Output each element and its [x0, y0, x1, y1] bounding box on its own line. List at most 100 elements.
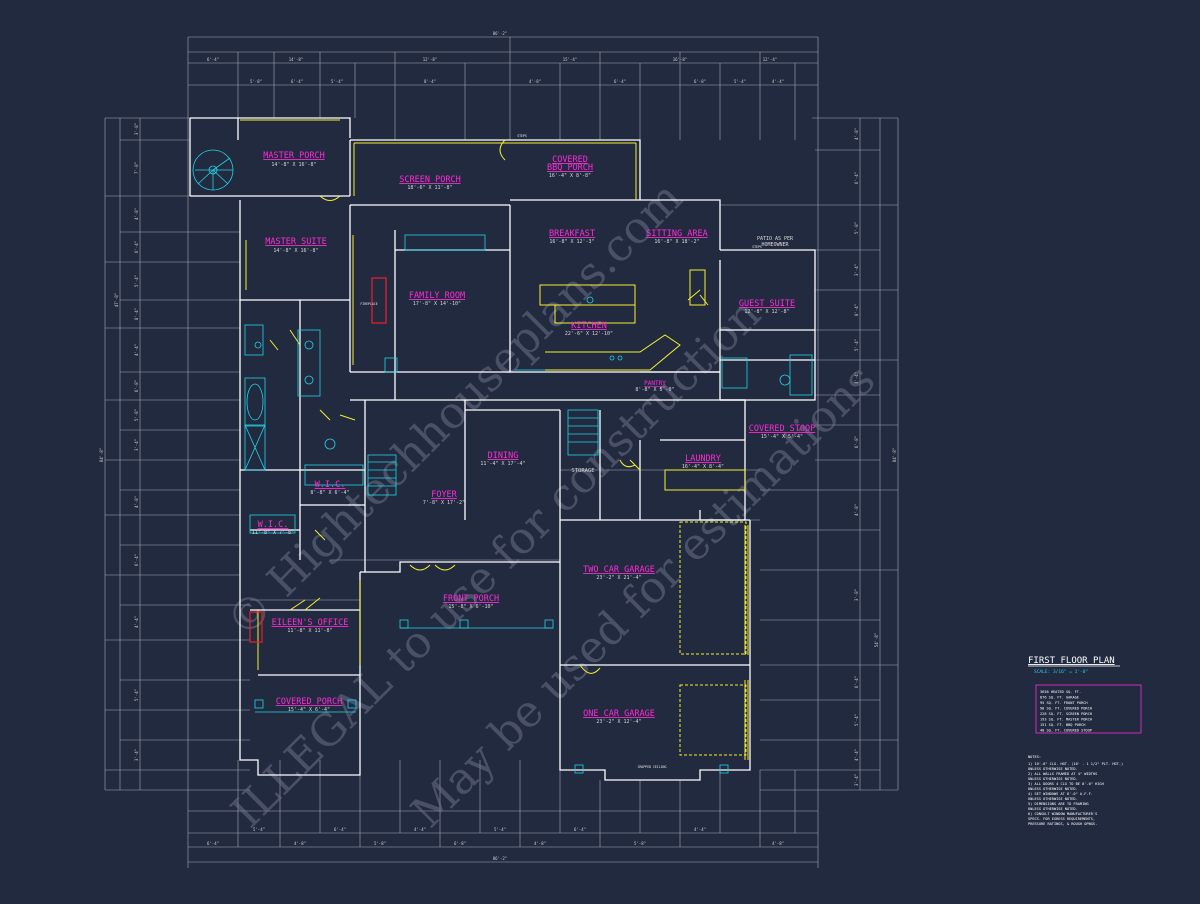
- room-name-pantry: PANTRY: [644, 380, 666, 387]
- room-name-master-porch: MASTER PORCH: [263, 151, 324, 161]
- room-name-eileens-office: EILEEN'S OFFICE: [272, 618, 349, 628]
- room-screen-porch: SCREEN PORCH 18'-6" X 11'-8": [399, 175, 460, 191]
- room-master-porch: MASTER PORCH 14'-8" X 16'-8": [263, 151, 324, 168]
- dim-right-7: 4'-4": [854, 372, 859, 384]
- room-family-room: FAMILY ROOM 17'-8" X 14'-10": [409, 291, 465, 307]
- room-breakfast: BREAKFAST 16'-8" X 12'-3": [549, 229, 595, 245]
- room-size-master-suite: 14'-8" X 16'-8": [273, 248, 318, 254]
- room-name-storage: STORAGE: [571, 468, 594, 474]
- toilet-icon: [779, 374, 791, 386]
- dim-bottom-13: 4'-8": [772, 841, 784, 846]
- dim-second-7: 6'-8": [694, 79, 706, 84]
- plan-title: FIRST FLOOR PLAN: [1028, 656, 1115, 666]
- room-size-family-room: 17'-8" X 14'-10": [413, 301, 461, 307]
- dim-second-4: 8'-4": [424, 79, 436, 84]
- dim-bottom-9: 4'-8": [534, 841, 546, 846]
- room-covered-stoop: COVERED STOOP 15'-4" X 5'-4": [749, 424, 816, 440]
- room-size-guest-suite: 12'-8" X 12'-8": [744, 309, 789, 315]
- dim-top-1: 6'-4": [207, 57, 219, 62]
- fixtures: [192, 149, 813, 774]
- room-covered-porch: COVERED PORCH 15'-4" X 6'-4": [276, 697, 343, 713]
- dim-left-10: 3'-4": [134, 439, 139, 451]
- room-size-covered-stoop: 15'-4" X 5'-4": [761, 434, 803, 440]
- note-line-12: SPECS. FOR EGRESS REQUIREMENTS,: [1028, 817, 1095, 821]
- room-name-foyer: FOYER: [431, 490, 457, 500]
- dim-left-7: 4'-4": [134, 344, 139, 356]
- area-line-6: 193 SQ. FT. MASTER PORCH: [1040, 718, 1092, 722]
- area-line-5: 228 SQ. FT. SCREEN PORCH: [1040, 712, 1092, 716]
- room-size-breakfast: 16'-8" X 12'-3": [549, 239, 594, 245]
- steps-label-side: STEPS: [752, 245, 762, 249]
- dim-top-6: 12'-4": [763, 57, 777, 62]
- dim-top-2: 14'-8": [289, 57, 303, 62]
- note-line-4: UNLESS OTHERWISE NOTED.: [1028, 777, 1078, 781]
- note-line-11: 6) CONSULT WINDOW MANUFACTURER'S: [1028, 812, 1097, 816]
- area-line-7: 151 SQ. FT. BBQ PORCH: [1040, 723, 1085, 727]
- note-line-2: UNLESS OTHERWISE NOTED.: [1028, 767, 1078, 771]
- room-size-wic-1: 8'-8" X 6'-4": [310, 490, 349, 496]
- area-line-4: 98 SQ. FT. COVERED PORCH: [1040, 707, 1092, 711]
- dim-bottom-7: 6'-8": [454, 841, 466, 846]
- walls: [189, 117, 816, 781]
- room-size-front-porch: 15'-8" X 6'-10": [448, 604, 493, 610]
- room-size-one-car-garage: 23'-2" X 12'-4": [596, 719, 641, 725]
- room-foyer: FOYER 7'-8" X 17'-2": [423, 490, 465, 506]
- room-size-wic-2: 11'-8" X 7'-8": [252, 530, 294, 536]
- dim-left-4: 6'-4": [134, 241, 139, 253]
- dim-left-5: 5'-4": [134, 275, 139, 287]
- dim-right-14: 3'-4": [854, 774, 859, 786]
- dim-left-2: 7'-8": [134, 162, 139, 174]
- dim-right-2: 6'-4": [854, 172, 859, 184]
- note-line-8: UNLESS OTHERWISE NOTED.: [1028, 797, 1078, 801]
- room-covered-bbq-porch: COVERED BBQ PORCH 16'-4" X 8'-8": [547, 155, 593, 179]
- dim-right-8: 6'-8": [854, 436, 859, 448]
- room-kitchen: KITCHEN 22'-6" X 12'-10": [565, 321, 613, 337]
- room-name-wic-2: W.I.C.: [258, 520, 289, 530]
- dim-left-1: 3'-8": [134, 123, 139, 135]
- dim-right-11: 6'-4": [854, 676, 859, 688]
- room-name-bbq-line2: BBQ PORCH: [547, 163, 593, 173]
- note-line-7: 4) SET WINDOWS AT 8'-0" A.F.F.: [1028, 792, 1093, 796]
- dim-right-1: 4'-8": [854, 128, 859, 140]
- room-size-kitchen: 22'-6" X 12'-10": [565, 331, 613, 337]
- room-laundry: LAUNDRY 16'-4" X 8'-4": [682, 454, 724, 470]
- room-size-sitting-area: 16'-8" X 18'-2": [654, 239, 699, 245]
- dim-bottom-5: 5'-8": [374, 841, 386, 846]
- dim-left-14: 5'-4": [134, 689, 139, 701]
- dim-left-9: 5'-8": [134, 409, 139, 421]
- room-size-eileens-office: 11'-8" X 11'-8": [287, 628, 332, 634]
- room-size-dining: 11'-4" X 17'-4": [480, 461, 525, 467]
- bathtub-icon: [246, 383, 264, 421]
- dim-bottom-6: 4'-4": [414, 827, 426, 832]
- area-line-2: 876 SQ. FT. GARAGE: [1040, 696, 1079, 700]
- room-wic-1: W.I.C. 8'-8" X 6'-4": [310, 480, 349, 496]
- patio-note-line2: HOMEOWNER: [761, 242, 789, 248]
- cropped-ceiling-label: CROPPED CEILING: [638, 765, 667, 769]
- dim-left-12: 6'-4": [134, 554, 139, 566]
- dim-left-3: 4'-8": [134, 208, 139, 220]
- area-line-3: 95 SQ. FT. FRONT PORCH: [1040, 701, 1088, 705]
- room-size-screen-porch: 18'-6" X 11'-8": [407, 185, 452, 191]
- steps-label-rear: STEPS: [517, 134, 527, 138]
- overall-depth-left: 84'-8": [99, 448, 104, 462]
- room-dining: DINING 11'-4" X 17'-4": [480, 451, 525, 467]
- dim-bottom-4: 6'-4": [334, 827, 346, 832]
- dim-top-3: 12'-8": [423, 57, 437, 62]
- fireplace-icon: [371, 277, 387, 324]
- area-line-1: 3658 HEATED SQ. FT.: [1040, 690, 1081, 694]
- room-guest-suite: GUEST SUITE 12'-8" X 12'-8": [739, 299, 795, 315]
- fireplaces: [249, 277, 387, 643]
- room-wic-2: W.I.C. 11'-8" X 7'-8": [252, 520, 294, 536]
- area-line-8: 48 SQ. FT. COVERED STOOP: [1040, 729, 1092, 733]
- room-size-master-porch: 14'-8" X 16'-8": [271, 162, 316, 168]
- room-one-car-garage: ONE CAR GARAGE 23'-2" X 12'-4": [583, 709, 655, 725]
- room-size-foyer: 7'-8" X 17'-2": [423, 500, 465, 506]
- dim-second-3: 5'-4": [331, 79, 343, 84]
- room-name-front-porch: FRONT PORCH: [443, 594, 499, 604]
- overall-width-bottom: 86'-2": [493, 856, 507, 861]
- dim-top-4: 15'-4": [563, 57, 577, 62]
- room-size-covered-porch: 15'-4" X 6'-4": [288, 707, 330, 713]
- dim-left-15: 3'-4": [134, 749, 139, 761]
- room-name-wic-1: W.I.C.: [315, 480, 346, 490]
